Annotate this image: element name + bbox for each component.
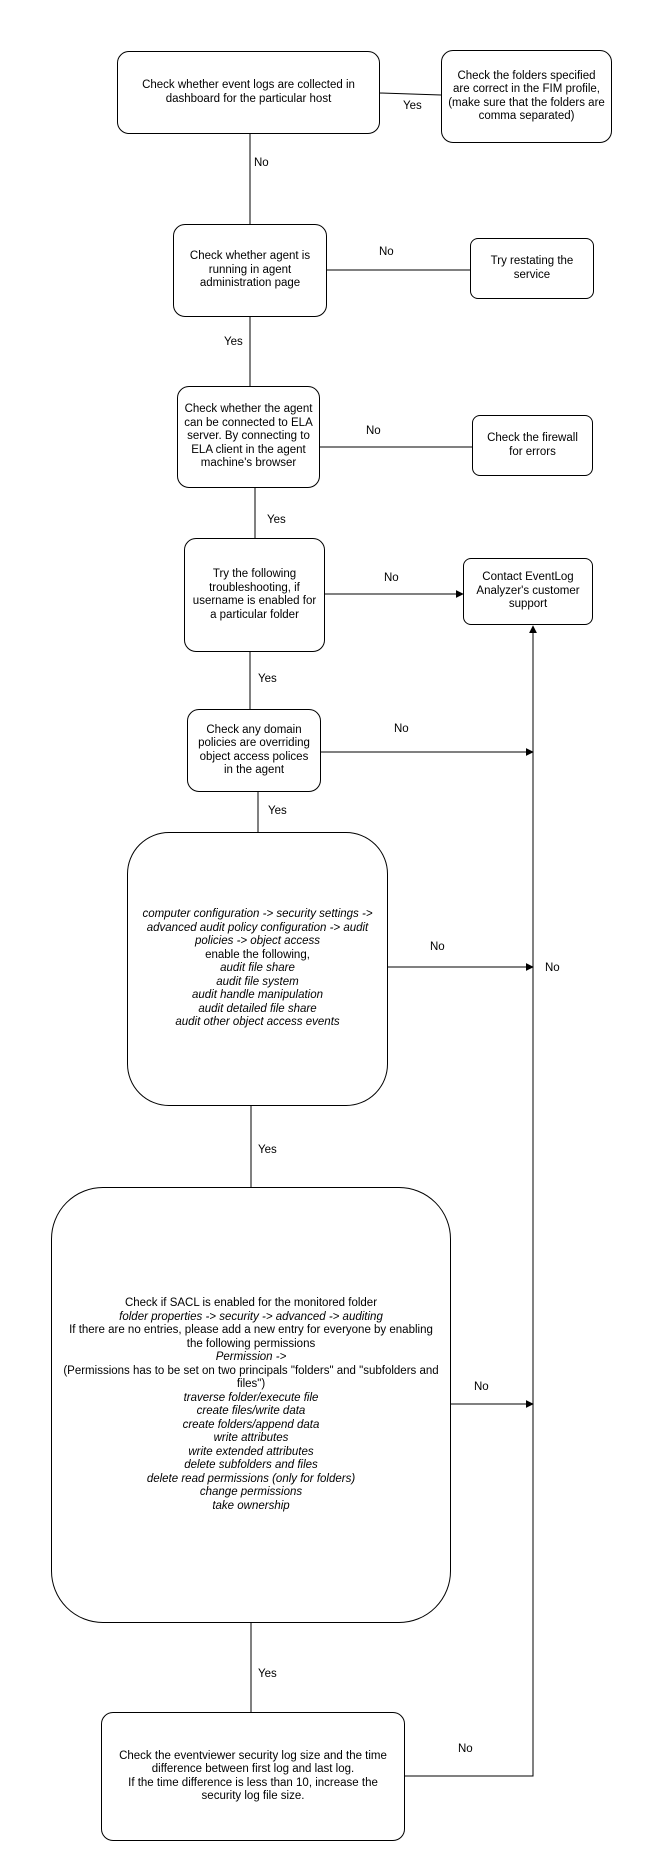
node-log-size: Check the eventviewer security log size … [101,1712,405,1841]
node-text: Check the folders specified are correct … [448,69,605,123]
sacl-item: create folders/append data [182,1418,320,1431]
sacl-item: traverse folder/execute file [183,1391,319,1404]
edge-label-no-audit: No [430,941,445,953]
node-text: Check whether event logs are collected i… [142,79,355,105]
node-text: Check whether agent is running in agent … [189,250,311,290]
edge-logsize-to-rightline [405,630,534,1777]
node-text: Contact EventLog Analyzer's customer sup… [476,571,580,611]
audit-policy-item: audit file system [216,975,299,988]
audit-policy-path: computer configuration -> security setti… [142,908,373,948]
node-text: Check whether the agent can be connected… [184,403,313,470]
sacl-item: change permissions [199,1486,303,1498]
edge-label-yes-6: Yes [258,1144,277,1156]
sacl-instruction: If there are no entries, please add a ne… [69,1324,433,1350]
edge-label-yes-3: Yes [267,514,286,526]
node-try-troubleshooting: Try the following troubleshooting, if us… [184,538,325,652]
edge-label-no-support: No [384,572,399,584]
sacl-note: (Permissions has to be set on two princi… [63,1364,439,1391]
audit-policy-item: audit handle manipulation [191,989,324,1002]
audit-policy-item: audit detailed file share [198,1002,317,1015]
audit-policy-intro: enable the following, [205,948,310,961]
node-contact-support: Contact EventLog Analyzer's customer sup… [463,558,593,625]
edge-label-yes-2: Yes [224,336,243,348]
edge-label-yes-5: Yes [268,805,287,817]
node-audit-policy: computer configuration -> security setti… [127,832,388,1106]
edge-label-no-1: No [254,157,269,169]
sacl-item: write attributes [213,1432,289,1444]
edge-label-yes-4: Yes [258,673,277,685]
audit-policy-item: audit other object access events [175,1016,340,1029]
node-check-domain-policies: Check any domain policies are overriding… [187,709,321,792]
node-text: Try restating the service [490,255,574,281]
edge-label-no-logsize: No [458,1743,473,1755]
sacl-item: take ownership [212,1499,290,1512]
node-text: Check the firewall for errors [487,432,578,458]
node-check-event-logs: Check whether event logs are collected i… [117,51,380,134]
sacl-title: Check if SACL is enabled for the monitor… [124,1297,378,1309]
sacl-path: folder properties -> security -> advance… [119,1310,383,1323]
node-check-firewall: Check the firewall for errors [472,415,593,476]
edge-label-no-restart: No [379,246,394,258]
node-check-agent-running: Check whether agent is running in agent … [173,224,327,317]
edge-events-to-fim [379,92,442,96]
audit-policy-item: audit file share [220,962,295,975]
node-check-fim-folders: Check the folders specified are correct … [441,50,612,143]
edge-label-no-right-line: No [545,962,560,974]
sacl-item: delete read permissions (only for folder… [146,1472,356,1485]
node-text: Check any domain policies are overriding… [198,723,310,777]
edge-label-no-firewall: No [366,425,381,437]
log-size-line2: If the time difference is less than 10, … [128,1776,378,1803]
sacl-permission: Permission -> [215,1351,287,1363]
edge-label-yes-fim: Yes [403,100,422,112]
edge-label-no-sacl: No [474,1381,489,1393]
node-restart-service: Try restating the service [470,238,594,299]
sacl-item: create files/write data [196,1405,306,1417]
sacl-item: write extended attributes [188,1445,314,1458]
edge-label-no-domain: No [394,723,409,735]
node-check-agent-connection: Check whether the agent can be connected… [177,386,320,488]
node-text: Try the following troubleshooting, if us… [192,568,317,621]
edge-label-yes-7: Yes [258,1668,277,1680]
node-sacl: Check if SACL is enabled for the monitor… [51,1187,451,1623]
sacl-item: delete subfolders and files [184,1459,318,1471]
log-size-line1: Check the eventviewer security log size … [119,1749,387,1776]
